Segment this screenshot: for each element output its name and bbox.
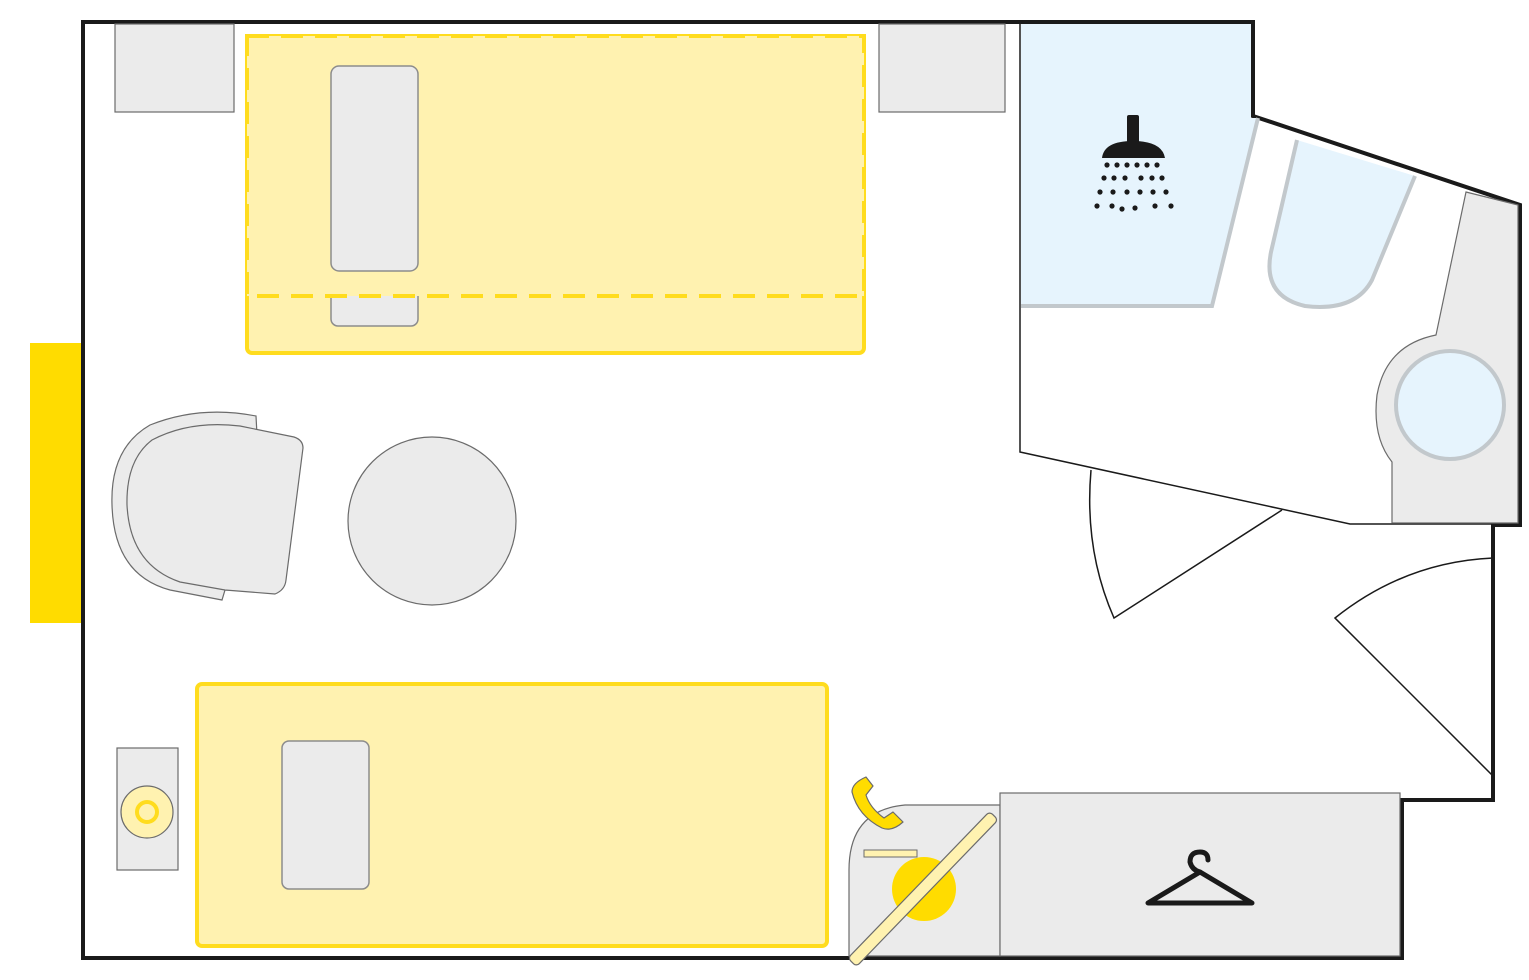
desk-drawer bbox=[863, 849, 918, 858]
lamp-icon bbox=[120, 785, 174, 839]
shower-water-drops bbox=[1094, 162, 1174, 212]
upper-bed-pillow bbox=[330, 65, 419, 272]
mirror bbox=[848, 812, 998, 966]
bathroom-wall bbox=[1019, 22, 1520, 525]
armchair bbox=[111, 411, 304, 601]
round-table bbox=[347, 436, 517, 606]
window bbox=[30, 343, 82, 623]
nightstand-left bbox=[114, 23, 235, 113]
toilet bbox=[1267, 139, 1417, 309]
washbasin bbox=[1394, 349, 1506, 461]
bathroom-door bbox=[1088, 469, 1283, 620]
hanger-icon bbox=[1145, 849, 1255, 906]
entrance-door bbox=[1333, 557, 1494, 777]
shower-glass bbox=[1021, 117, 1260, 308]
lower-bed-pillow bbox=[281, 740, 370, 890]
nightstand-right bbox=[878, 23, 1006, 113]
phone-icon bbox=[851, 776, 904, 830]
shower-icon bbox=[1094, 115, 1174, 212]
